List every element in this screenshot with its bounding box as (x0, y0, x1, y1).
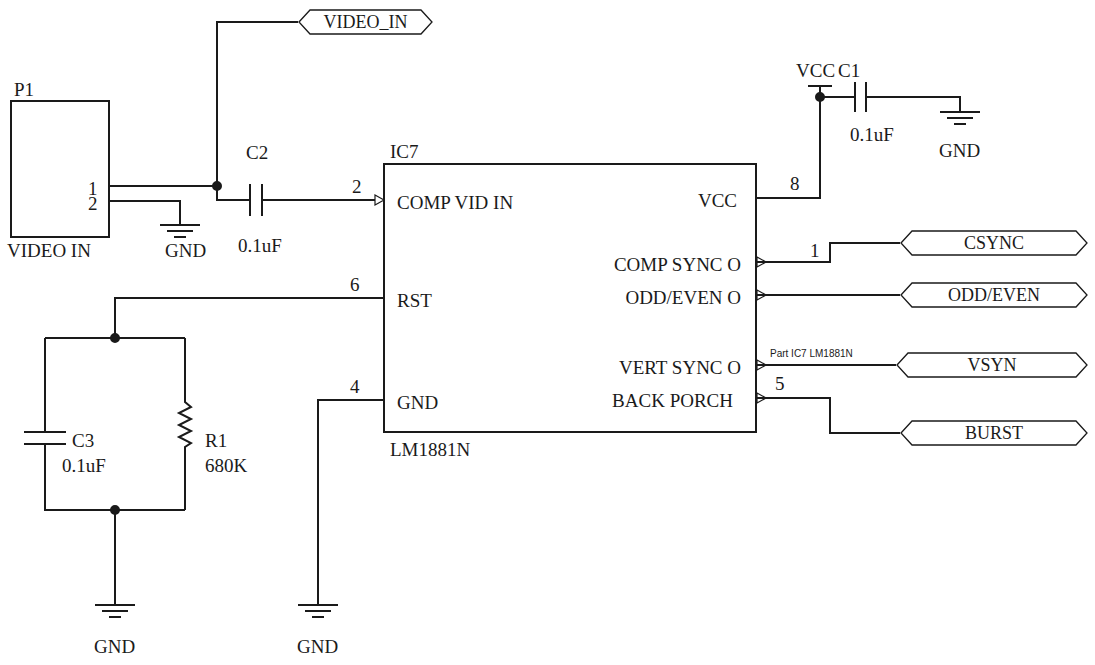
component-label: GND (939, 141, 980, 160)
ground-symbol (95, 605, 135, 617)
ground-symbol (160, 225, 200, 237)
pin-number: 2 (352, 177, 362, 196)
component-label: C1 (838, 61, 860, 80)
pin-number: 4 (350, 377, 360, 396)
ic-box: IC7COMP VID INVCCCOMP SYNC OODD/EVEN ORS… (383, 163, 757, 433)
capacitor-symbol (854, 82, 856, 112)
signal-wire (757, 243, 900, 262)
reset-wire (115, 298, 383, 338)
pin-number: 5 (775, 374, 785, 393)
signal-wire (757, 398, 900, 433)
capacitor-symbol (249, 184, 251, 216)
power-symbol (808, 85, 832, 87)
port-hexagon: ODD/EVEN (900, 282, 1088, 308)
port-name: ODD/EVEN (948, 286, 1040, 304)
component-label: GND (297, 637, 338, 656)
component-label: GND (165, 241, 206, 260)
component-label: R1 (205, 431, 227, 450)
pin-number: 6 (350, 275, 360, 294)
component-label: VCC (796, 61, 835, 80)
signal-wire (757, 294, 900, 296)
ground-wire (110, 201, 180, 225)
pin-name: RST (397, 291, 432, 310)
ground-wire (318, 400, 383, 605)
pin-name: GND (397, 393, 438, 412)
port-name: VSYN (967, 356, 1016, 374)
ground-symbol (298, 605, 338, 617)
reset-wire (44, 338, 46, 432)
junction-dot (111, 334, 119, 342)
signal-wire (757, 364, 896, 366)
port-hexagon: BURST (900, 420, 1088, 446)
ground-wire (866, 97, 960, 112)
capacitor-symbol (24, 431, 66, 433)
port-hexagon: CSYNC (900, 230, 1088, 256)
reset-wire (45, 444, 185, 510)
connector-label: VIDEO IN (7, 241, 91, 260)
pin-number: 1 (810, 241, 820, 260)
pin-name: COMP VID IN (397, 193, 513, 212)
connector-label: 2 (88, 194, 98, 213)
component-label: 0.1uF (238, 236, 282, 255)
port-hexagon: VSYN (896, 352, 1088, 378)
component-label: Part IC7 LM1881N (770, 349, 853, 359)
component-label: 680K (205, 456, 247, 475)
component-label: C3 (72, 431, 94, 450)
port-hexagon: VIDEO_IN (298, 9, 433, 35)
power-wire (820, 96, 855, 98)
signal-wire (110, 22, 298, 186)
pin-number: 8 (790, 174, 800, 193)
connector-label: P1 (14, 80, 34, 99)
port-name: VIDEO_IN (324, 13, 408, 31)
pin-marker (757, 257, 766, 403)
component-label: 0.1uF (850, 125, 894, 144)
resistor-symbol (179, 338, 191, 510)
port-name: BURST (965, 424, 1023, 442)
component-label: GND (94, 637, 135, 656)
signal-wire (262, 199, 375, 201)
ground-symbol (940, 112, 980, 124)
pin-name: VERT SYNC O (619, 358, 741, 377)
pin-name: COMP SYNC O (614, 255, 741, 274)
pin-name: LM1881N (390, 440, 470, 459)
ground-wire (114, 510, 116, 605)
pin-name: ODD/EVEN O (625, 288, 741, 307)
component-label: C2 (246, 143, 268, 162)
port-name: CSYNC (964, 234, 1024, 252)
connector-box: P112VIDEO IN (10, 100, 110, 238)
pin-name: VCC (698, 191, 737, 210)
signal-wire (217, 186, 250, 200)
power-wire (757, 86, 820, 198)
component-label: 0.1uF (62, 456, 106, 475)
pin-name: BACK PORCH (612, 391, 733, 410)
pin-name: IC7 (390, 142, 419, 161)
